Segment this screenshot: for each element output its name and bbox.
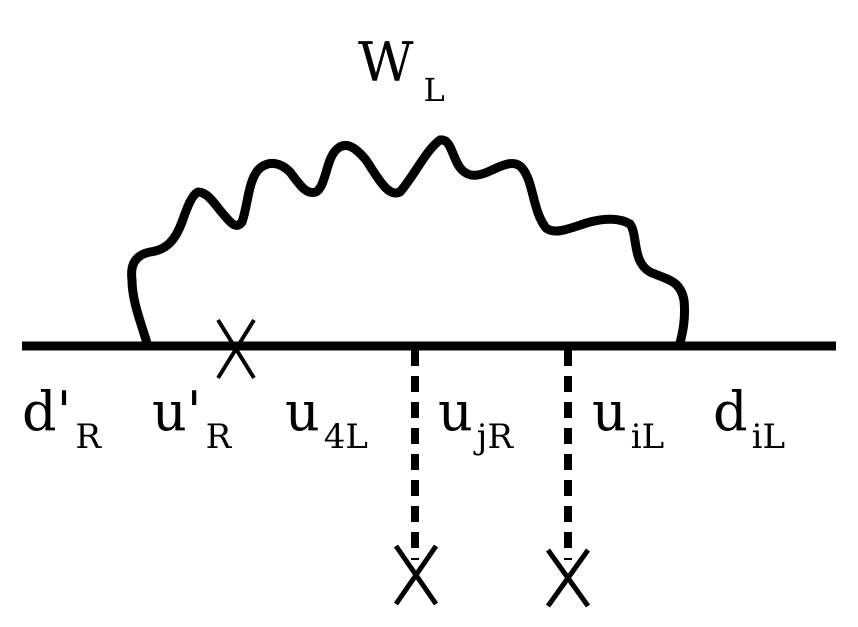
label-symbol: u	[285, 380, 320, 443]
label-u-prime-r: u'R	[152, 385, 231, 455]
label-symbol: u	[592, 380, 627, 443]
label-subscript: 4L	[323, 417, 368, 457]
boson-symbol: W	[358, 31, 414, 94]
boson-subscript: L	[423, 71, 445, 109]
w-boson-wavy-line	[127, 135, 689, 348]
label-d-prime-r: d'R	[22, 385, 101, 455]
vev-cross-icon-1	[393, 544, 439, 606]
label-symbol: u	[438, 380, 473, 443]
label-subscript: iL	[751, 417, 786, 457]
label-subscript: R	[205, 417, 232, 457]
label-symbol: u'	[152, 380, 202, 443]
label-symbol: d	[713, 380, 748, 443]
vev-cross-icon-2	[545, 548, 591, 608]
label-subscript: jR	[476, 417, 513, 457]
mass-insertion-cross-icon	[216, 318, 256, 380]
label-symbol: d'	[22, 380, 72, 443]
label-subscript: iL	[630, 417, 665, 457]
label-subscript: R	[75, 417, 102, 457]
